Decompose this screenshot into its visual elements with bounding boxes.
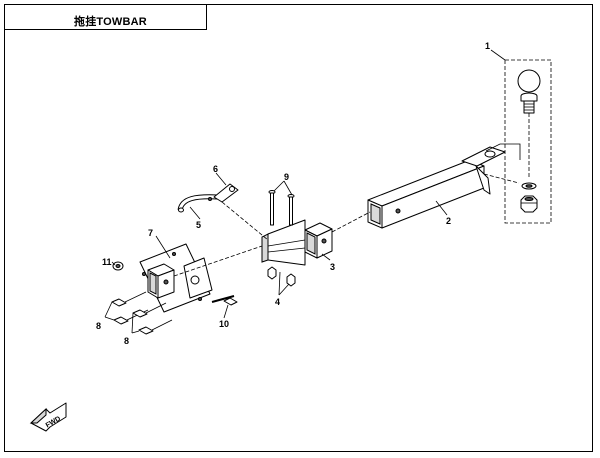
tongue-to-washer-line [483, 173, 520, 184]
receiver-bracket[interactable] [261, 219, 333, 266]
nut-lower-left[interactable] [267, 266, 277, 280]
callout-4: 4 [275, 297, 280, 307]
diagram-title: 拖挂TOWBAR [74, 16, 147, 28]
bracket-to-bar-line [331, 211, 371, 233]
callout-8b: 8 [124, 336, 129, 346]
pin-to-bracket-line [221, 201, 269, 241]
ball-nut[interactable] [520, 195, 538, 213]
bolt-lower-a[interactable] [132, 302, 167, 318]
ball-washer[interactable] [521, 182, 537, 190]
leader-lines [104, 49, 506, 334]
forward-arrow-icon: FWD [29, 402, 67, 432]
callout-11: 11 [102, 257, 112, 267]
callout-6: 6 [213, 164, 218, 174]
callout-3: 3 [330, 262, 335, 272]
callout-8a: 8 [96, 321, 101, 331]
flange-nut[interactable] [112, 261, 124, 271]
callout-5: 5 [196, 220, 201, 230]
hitch-ball[interactable] [517, 69, 541, 114]
tow-bar[interactable] [367, 146, 506, 229]
bolt-right[interactable] [211, 295, 238, 306]
callout-1: 1 [485, 41, 490, 51]
drawing-frame [4, 4, 593, 452]
bolt-upper-left[interactable] [268, 190, 276, 226]
bracket-alignment-line [173, 245, 263, 277]
ball-assembly-group-box [504, 59, 552, 224]
title-box: 拖挂TOWBAR [4, 4, 207, 30]
callout-2: 2 [446, 216, 451, 226]
bolt-upper-right[interactable] [287, 194, 295, 226]
mounting-bracket[interactable] [139, 243, 213, 313]
callout-10: 10 [219, 319, 229, 329]
callout-9: 9 [284, 172, 289, 182]
retaining-clip[interactable] [208, 183, 239, 203]
bolt-left-a[interactable] [111, 291, 147, 307]
bolt-lower-b[interactable] [138, 319, 173, 335]
callout-7: 7 [148, 228, 153, 238]
nut-lower-right[interactable] [286, 273, 296, 287]
hitch-pin[interactable] [177, 194, 219, 213]
tongue-to-ball-leader [485, 143, 521, 160]
